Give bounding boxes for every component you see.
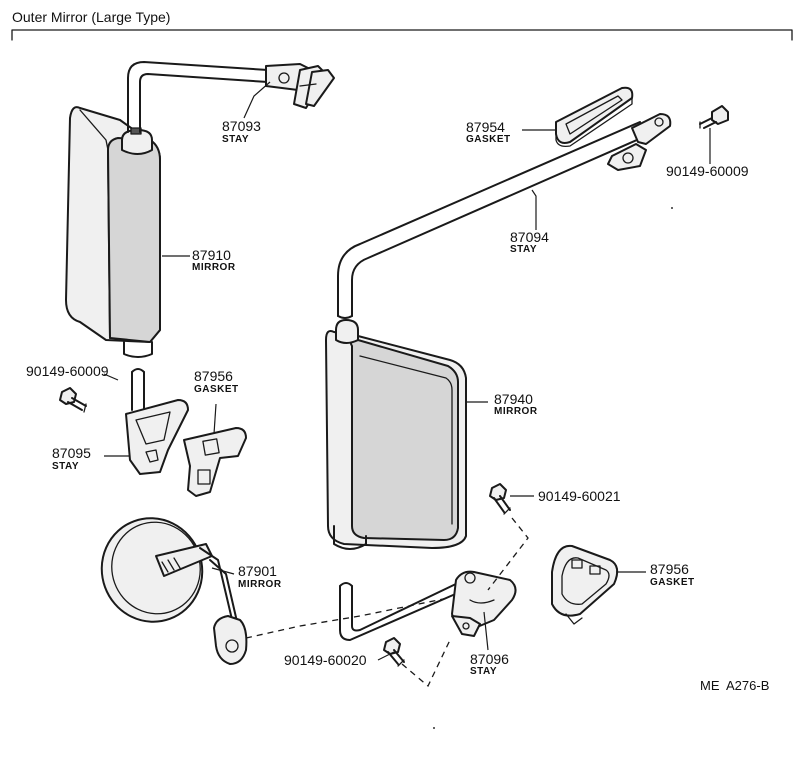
stay-87095-drawing bbox=[125, 368, 189, 475]
svg-text:87910: 87910 bbox=[192, 247, 231, 263]
part-label-87093: 87093 STAY bbox=[222, 118, 261, 145]
svg-text:90149-60020: 90149-60020 bbox=[284, 652, 367, 668]
title-frame-line bbox=[11, 29, 793, 41]
assembly-line-bolt-60021 bbox=[487, 517, 529, 591]
svg-text:GASKET: GASKET bbox=[194, 384, 239, 395]
gasket-87956-right-drawing bbox=[551, 544, 619, 625]
stay-87093-drawing bbox=[127, 61, 335, 133]
leader-lines bbox=[103, 81, 711, 661]
svg-text:90149-60009: 90149-60009 bbox=[26, 363, 109, 379]
mirror-87940-drawing bbox=[325, 319, 467, 550]
scan-dot bbox=[671, 207, 673, 209]
svg-text:87956: 87956 bbox=[194, 368, 233, 384]
stay-87094-drawing bbox=[337, 113, 672, 319]
part-label-90149-60020: 90149-60020 bbox=[284, 652, 367, 668]
svg-text:87096: 87096 bbox=[470, 651, 509, 667]
scan-dot bbox=[433, 727, 435, 729]
stay-87096-drawing bbox=[339, 570, 517, 641]
reference-code: ME A276-B bbox=[700, 678, 769, 693]
svg-text:90149-60021: 90149-60021 bbox=[538, 488, 621, 504]
part-label-87940: 87940 MIRROR bbox=[494, 391, 538, 417]
bolt-90149-60009-top-drawing bbox=[699, 105, 729, 129]
part-label-90149-60021: 90149-60021 bbox=[538, 488, 621, 504]
part-label-87910: 87910 MIRROR bbox=[192, 247, 236, 273]
svg-text:87095: 87095 bbox=[52, 445, 91, 461]
svg-text:87954: 87954 bbox=[466, 119, 505, 135]
diagram-title: Outer Mirror (Large Type) bbox=[12, 9, 170, 25]
part-label-90149-60009-top: 90149-60009 bbox=[666, 163, 749, 179]
svg-text:GASKET: GASKET bbox=[466, 134, 511, 145]
bolt-90149-60009-left-drawing bbox=[59, 387, 87, 413]
svg-text:MIRROR: MIRROR bbox=[238, 579, 282, 590]
svg-text:87901: 87901 bbox=[238, 563, 277, 579]
svg-text:MIRROR: MIRROR bbox=[494, 406, 538, 417]
svg-text:STAY: STAY bbox=[470, 666, 497, 677]
svg-text:STAY: STAY bbox=[52, 461, 79, 472]
assembly-line-bolt-60020 bbox=[401, 639, 451, 688]
svg-text:STAY: STAY bbox=[222, 134, 249, 145]
assembly-line-87901-to-87096 bbox=[245, 597, 449, 639]
part-label-87096: 87096 STAY bbox=[470, 651, 509, 677]
part-label-87901: 87901 MIRROR bbox=[238, 563, 282, 590]
mirror-87901-drawing bbox=[100, 517, 248, 665]
gasket-87956-left-drawing bbox=[183, 427, 247, 497]
svg-text:87093: 87093 bbox=[222, 118, 261, 134]
part-label-90149-60009-left: 90149-60009 bbox=[26, 363, 109, 379]
part-label-87954: 87954 GASKET bbox=[466, 119, 511, 145]
bolt-90149-60021-drawing bbox=[489, 483, 511, 515]
gasket-87954-drawing bbox=[555, 86, 634, 148]
svg-text:STAY: STAY bbox=[510, 244, 537, 255]
svg-text:87956: 87956 bbox=[650, 561, 689, 577]
svg-text:87940: 87940 bbox=[494, 391, 533, 407]
part-label-87956-left: 87956 GASKET bbox=[194, 368, 239, 395]
part-label-87956-right: 87956 GASKET bbox=[650, 561, 695, 588]
part-label-87095: 87095 STAY bbox=[52, 445, 91, 472]
part-label-87094: 87094 STAY bbox=[510, 229, 549, 255]
svg-text:GASKET: GASKET bbox=[650, 577, 695, 588]
mirror-87910-drawing bbox=[65, 106, 161, 358]
svg-text:90149-60009: 90149-60009 bbox=[666, 163, 749, 179]
svg-text:MIRROR: MIRROR bbox=[192, 262, 236, 273]
svg-text:87094: 87094 bbox=[510, 229, 549, 245]
